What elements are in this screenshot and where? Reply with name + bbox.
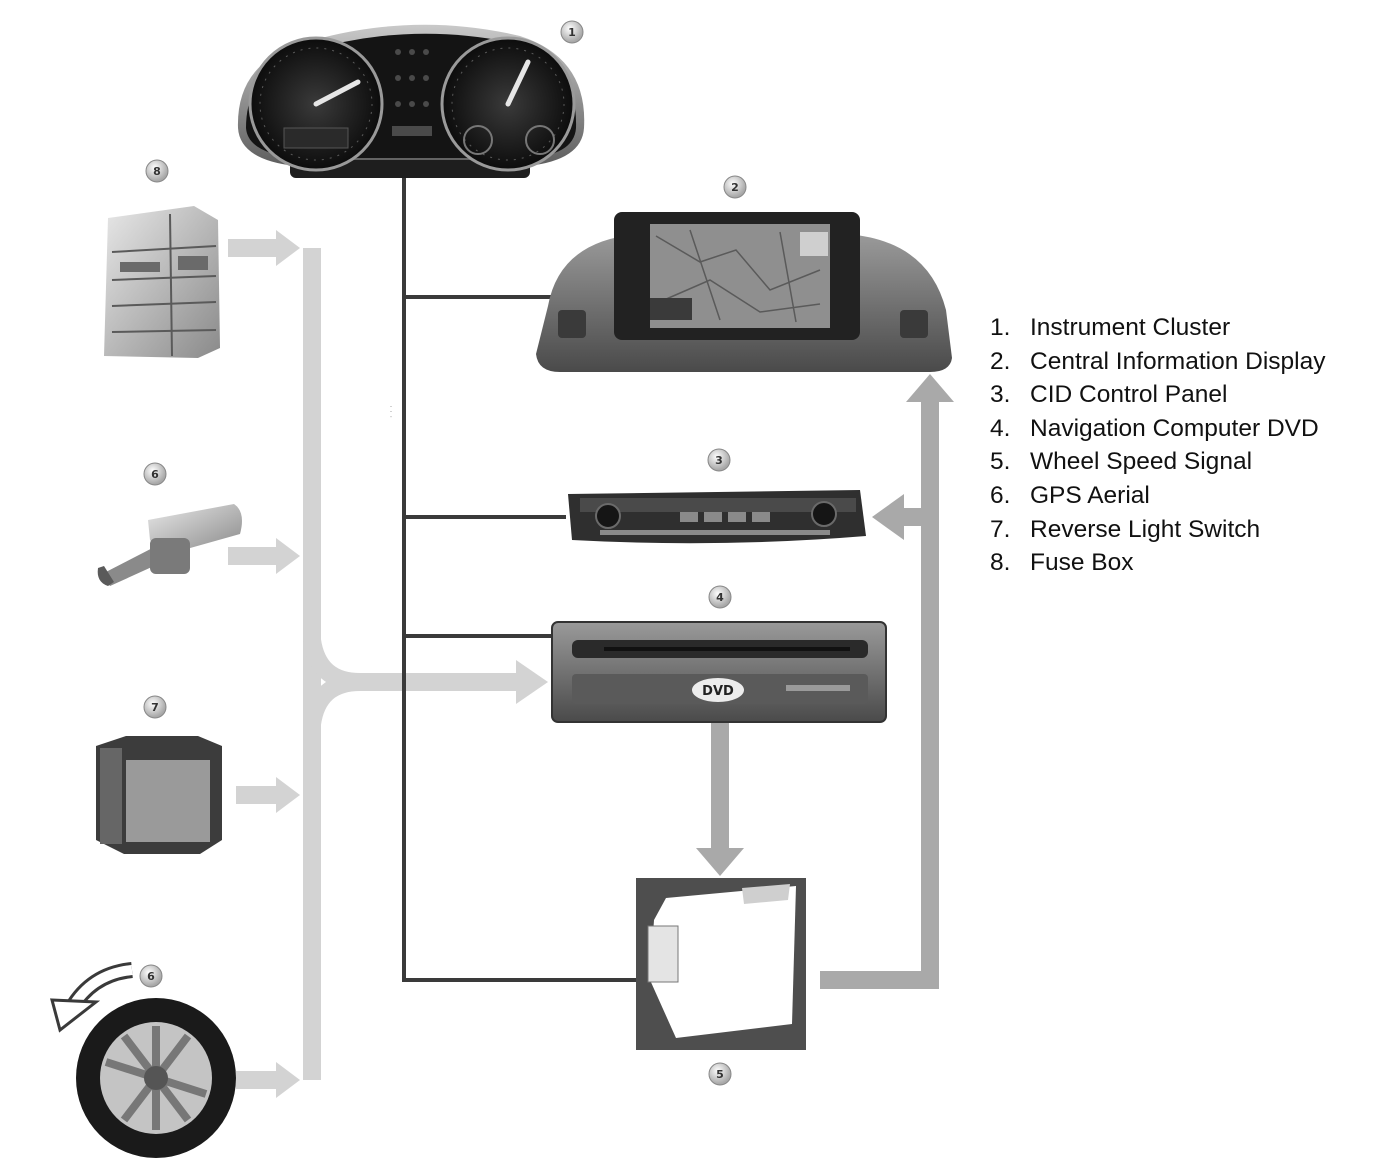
- module-arrowhead: [696, 848, 744, 876]
- badge-7: 7: [143, 695, 167, 719]
- legend-item-number: 1.: [990, 314, 1011, 341]
- legend-item-number: 4.: [990, 414, 1011, 442]
- bus-trunk: [402, 170, 636, 982]
- input-arrowheads: [276, 230, 548, 1098]
- output-arrowheads: [696, 374, 954, 876]
- fuse-box-icon: [104, 206, 220, 358]
- badge-6-wheel: 6: [139, 964, 163, 988]
- number-badges: 1 2 3 4 5 6 7 8: [139, 20, 747, 1086]
- badge-1: 1: [560, 20, 584, 44]
- badge-1-label: 1: [568, 26, 576, 39]
- legend-item: 3. CID Control Panel: [990, 378, 1325, 412]
- control-panel-arrowhead: [872, 494, 904, 540]
- badge-6-gps-label: 6: [151, 468, 159, 481]
- legend-item: 4. Navigation Computer DVD: [990, 412, 1325, 446]
- badge-3-label: 3: [715, 454, 723, 467]
- badge-6-wheel-label: 6: [147, 970, 155, 983]
- display-arrowhead: [906, 374, 954, 402]
- reverse-arrowhead: [276, 777, 300, 813]
- legend-item-number: 6.: [990, 481, 1011, 509]
- legend-item-label: Navigation Computer DVD: [1030, 414, 1319, 442]
- rotation-arrow-icon: [50, 962, 134, 1033]
- badge-6-gps: 6: [143, 462, 167, 486]
- legend-item-number: 8.: [990, 549, 1011, 577]
- badge-5-label: 5: [716, 1068, 724, 1081]
- wheel-speed-module-icon: [636, 878, 806, 1050]
- badge-4: 4: [708, 585, 732, 609]
- legend-item-number: 3.: [990, 381, 1011, 409]
- legend-item-label: Fuse Box: [1030, 549, 1134, 577]
- legend-item-label: Central Information Display: [1030, 347, 1326, 375]
- dvd-badge: DVD: [702, 684, 734, 699]
- cid-control-panel-icon: [568, 490, 866, 544]
- legend-item: 1. Instrument Cluster: [990, 311, 1325, 345]
- wheel-arrowhead: [276, 1062, 300, 1098]
- legend-item: 6. GPS Aerial: [990, 479, 1325, 513]
- module-return-line: [820, 398, 939, 989]
- legend-item-label: GPS Aerial: [1030, 481, 1150, 509]
- central-information-display-icon: [536, 212, 952, 372]
- legend-item-label: Wheel Speed Signal: [1030, 448, 1253, 476]
- badge-5: 5: [708, 1062, 732, 1086]
- input-signal-arrows: [228, 239, 520, 1089]
- legend-item-number: 2.: [990, 347, 1011, 375]
- legend-item-number: 7.: [990, 515, 1011, 543]
- legend-item-number: 5.: [990, 448, 1011, 476]
- navigation-computer-dvd-icon: DVD: [551, 621, 887, 723]
- legend-item: 7. Reverse Light Switch: [990, 513, 1325, 547]
- reverse-light-switch-icon: [96, 736, 222, 854]
- badge-2-label: 2: [731, 181, 739, 194]
- wheel-icon: [76, 998, 236, 1158]
- legend-item-label: Reverse Light Switch: [1030, 515, 1261, 543]
- legend-item-label: CID Control Panel: [1030, 381, 1228, 409]
- component-legend: 1. Instrument Cluster 2. Central Informati…: [990, 311, 1325, 580]
- instrument-cluster-icon: [237, 24, 585, 178]
- fusebox-arrowhead: [276, 230, 300, 266]
- badge-4-label: 4: [716, 591, 724, 604]
- gps-aerial-icon: [97, 504, 242, 586]
- data-bus: [402, 170, 636, 982]
- gps-arrowhead: [276, 538, 300, 574]
- badge-3: 3: [707, 448, 731, 472]
- legend-item: 2. Central Information Display: [990, 345, 1325, 379]
- badge-8: 8: [145, 159, 169, 183]
- badge-7-label: 7: [151, 701, 159, 714]
- merge-line-lower: [303, 673, 361, 726]
- nav-input-arrowhead: [516, 660, 548, 704]
- legend-item-label: Instrument Cluster: [1030, 314, 1231, 341]
- badge-2: 2: [723, 175, 747, 199]
- badge-8-label: 8: [153, 165, 161, 178]
- legend-item: 8. Fuse Box: [990, 546, 1325, 580]
- legend-item: 5. Wheel Speed Signal: [990, 445, 1325, 479]
- bus-annotation: · · ·: [387, 405, 396, 418]
